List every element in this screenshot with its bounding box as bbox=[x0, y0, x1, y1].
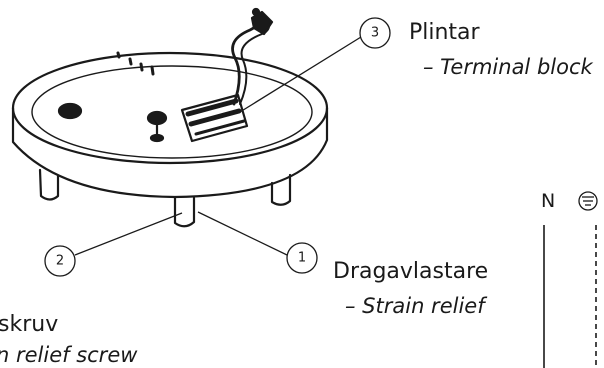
leader-line-2 bbox=[74, 212, 183, 256]
leader-line-3 bbox=[239, 36, 362, 113]
wiring-diagram: N bbox=[541, 190, 598, 368]
callout-1-number: 1 bbox=[298, 251, 306, 266]
callout-1-label-en: – Strain relief bbox=[345, 294, 488, 318]
terminal-block bbox=[180, 93, 249, 143]
leader-line-1 bbox=[197, 211, 288, 256]
base-plate-illustration bbox=[11, 7, 329, 228]
callout-2-number: 2 bbox=[56, 254, 64, 269]
callout-2-circle bbox=[44, 245, 76, 277]
vent-slots bbox=[116, 51, 155, 76]
callout-3: 3 bbox=[359, 17, 391, 49]
protective-earth-icon bbox=[578, 191, 598, 211]
callout-2-label-en: n relief screw bbox=[0, 343, 138, 367]
plate-foot-left bbox=[38, 168, 60, 201]
mounting-boss bbox=[57, 102, 83, 120]
callout-3-label-en: – Terminal block bbox=[423, 55, 594, 79]
center-screw bbox=[146, 110, 168, 143]
neutral-label: N bbox=[541, 190, 555, 212]
plate-side-wall bbox=[11, 106, 329, 199]
plate-rim-inner bbox=[31, 65, 313, 159]
plate-foot-right bbox=[270, 173, 292, 206]
callout-1-label-sv: Dragavlastare bbox=[333, 259, 488, 284]
cable-connector bbox=[250, 7, 274, 36]
callout-3-label-sv: Plintar bbox=[409, 20, 481, 45]
callout-2: 2 bbox=[44, 245, 76, 277]
callout-2-label-sv: skruv bbox=[0, 312, 58, 337]
callout-1-circle bbox=[286, 242, 318, 274]
callout-3-number: 3 bbox=[371, 26, 379, 41]
callout-3-circle bbox=[359, 17, 391, 49]
plate-foot-front bbox=[173, 196, 196, 228]
leader-lines bbox=[74, 36, 362, 256]
callout-1: 1 bbox=[286, 242, 318, 274]
